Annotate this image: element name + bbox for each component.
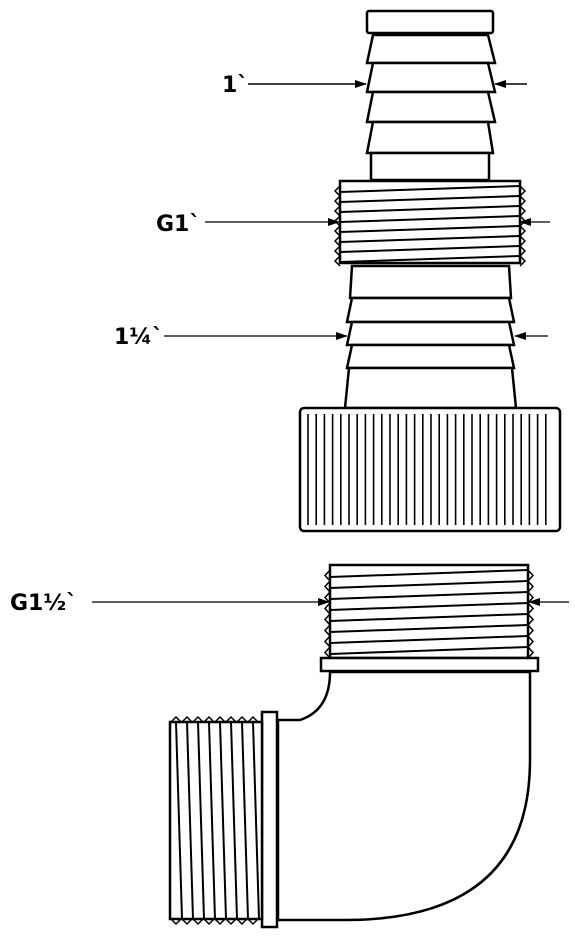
dimension-callout-1in: 1` xyxy=(222,73,527,98)
label-g1-1-2: G1½` xyxy=(10,591,77,616)
thread-g1-1-2 xyxy=(319,563,540,673)
dimension-callout-g1-1-2: G1½` xyxy=(10,591,569,616)
label-g1: G1` xyxy=(156,212,200,237)
elbow-fitting xyxy=(168,670,532,929)
knurled-union-nut xyxy=(298,406,562,533)
dimension-callout-g1: G1` xyxy=(156,212,550,237)
label-1-1-4: 1¼` xyxy=(114,325,163,350)
dimension-callout-1-1-4: 1¼` xyxy=(114,325,548,350)
hose-barb-top xyxy=(365,9,497,182)
hose-barb-lower xyxy=(343,264,518,410)
thread-g1 xyxy=(333,179,527,267)
label-1in: 1` xyxy=(222,73,248,98)
